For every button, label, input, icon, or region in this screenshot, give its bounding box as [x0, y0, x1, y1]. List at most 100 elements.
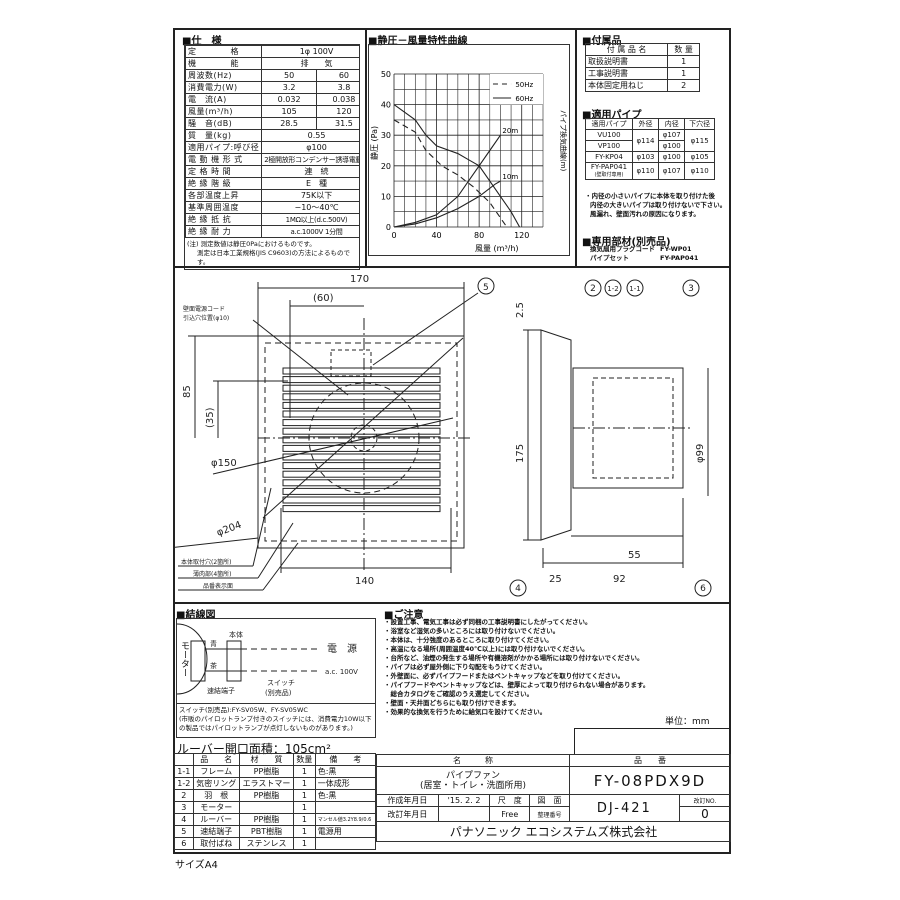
cell-text: 電源用	[314, 825, 377, 838]
y-axis-label: 静圧 (Pa)	[369, 126, 379, 160]
cell-text: スイッチ(別売品):FY-SV05W、FY-SV05WC	[179, 706, 308, 714]
cell-text: '15. 2. 2	[437, 794, 491, 807]
callout-circle	[682, 279, 700, 297]
cell-text: 0.038	[316, 93, 359, 106]
cell-text: 図 面	[529, 794, 570, 807]
cell-text: 105	[261, 105, 318, 118]
cell-text: の製品ではパイロットランプが点灯しないものがあります。)	[179, 724, 353, 732]
callout-circle	[604, 279, 622, 297]
cell-text: 1MΩ以上(d.c.500V)	[261, 213, 359, 226]
cell-text: 電 流(A)	[185, 93, 263, 106]
louver-slat	[282, 453, 441, 461]
cell-text: 内径	[658, 118, 686, 130]
cell-text	[314, 837, 377, 850]
x-tick-label: 80	[474, 231, 484, 240]
cell-text: 各部温度上昇	[185, 189, 263, 202]
dim-25: 25	[549, 574, 562, 585]
callout-label: 3	[688, 284, 694, 294]
x-axis-label: 風量 (m³/h)	[475, 244, 519, 253]
cell-text: 6	[174, 837, 194, 850]
dim-55: 55	[628, 550, 641, 561]
curve-label: 10m	[502, 173, 518, 181]
caution-item: ・本体は、十分強度のあるところに取り付けてください。	[384, 636, 553, 644]
dim-92: 92	[613, 574, 626, 585]
cell-text: PBT樹脂	[238, 825, 295, 838]
cell-text: φ100	[261, 141, 359, 154]
cell-text: 排 気	[261, 57, 359, 70]
cell-text: 工事説明書	[584, 67, 669, 80]
accessories-title: ■付属品	[582, 36, 622, 47]
dim-170: 170	[350, 274, 369, 285]
callout-label: 1-2	[607, 285, 618, 293]
cell-text: φ110	[631, 162, 660, 180]
cell-text: 3.8	[316, 81, 359, 94]
cell-text: 色:黒	[314, 765, 377, 778]
spec-note-2: 測定は日本工業規格(JIS C9603)の方法によるものです。	[197, 249, 350, 266]
spec-row: 定 格 時 間連 続	[185, 165, 359, 178]
label-thin-part: 薄肉部(4箇所)	[193, 570, 232, 578]
cell-text: φ103	[631, 151, 660, 163]
wiring-box: 本体 青 茶 速結端子 電 源 a.c. 100V スイッチ (別売品) モータ…	[176, 618, 376, 738]
divider	[365, 28, 367, 268]
y-tick-label: 20	[381, 162, 391, 171]
cell-text: 2	[174, 789, 194, 802]
cell-text: φ105	[684, 151, 715, 163]
cell-text: 周波数(Hz)	[185, 69, 263, 82]
cell-text: パイプセット	[590, 254, 629, 262]
callout-circle	[694, 579, 712, 597]
drawing-number: DJ-421	[568, 794, 680, 822]
cell-text: φ107	[658, 162, 686, 180]
curve-label: 20m	[502, 127, 518, 135]
cell-text: 名 称	[376, 754, 570, 767]
y2-axis-label: パイプ換気曲線(m)	[559, 110, 568, 172]
dim-35: (35)	[205, 407, 216, 428]
cell-text: ・内径の小さいパイプに本体を取り付けた後	[585, 192, 715, 200]
spec-note: (注) 測定数値は静圧0Paにおけるものです。測定は日本工業規格(JIS C96…	[185, 238, 359, 269]
cell-text: 付 属 品 名	[584, 43, 669, 56]
cell-text: φ100	[658, 140, 686, 152]
louver-slat	[282, 384, 441, 392]
cell-text: 絶 縁 階 級	[185, 177, 263, 190]
label-cord: 壁面電源コード	[183, 305, 225, 313]
caution-item: ・設置工事、電気工事は必ず同梱の工事説明書にしたがってください。	[384, 618, 592, 626]
cell-text: 材 質	[238, 753, 295, 766]
dim-d150: φ150	[211, 458, 237, 469]
cell-text: PP樹脂	[238, 789, 295, 802]
cell-text: 内径の大きいパイプは取り付けないで下さい。	[590, 201, 727, 209]
cell-text: PP樹脂	[238, 813, 295, 826]
callout-circle	[626, 279, 644, 297]
series-line-60Hz	[393, 104, 521, 228]
cell-text: モーター	[192, 801, 240, 814]
cell-text	[174, 753, 194, 766]
legend-label: 60Hz	[515, 95, 533, 103]
front-view: 170 (60) 85 (35) φ150 φ204 140 5 壁面電源コード…	[173, 274, 495, 591]
cell-text: ルーバー	[192, 813, 240, 826]
cell-text: 取扱説明書	[584, 55, 669, 68]
caution-item: ・壁面・天井面どちらにも取り付けできます。	[384, 699, 520, 707]
body-label: 本体	[229, 630, 243, 639]
legend-box	[489, 74, 543, 105]
chart-title: ■静圧－風量特性曲線	[368, 36, 468, 47]
cell-text: φ107	[658, 129, 686, 141]
cell-text: 数量	[293, 753, 316, 766]
spec-row: 質 量(kg)0.55	[185, 129, 359, 142]
louver-slat	[282, 436, 441, 444]
spec-title: ■仕 様	[182, 36, 222, 47]
cell-text: 連 続	[261, 165, 359, 178]
cell-text	[437, 806, 491, 822]
motor-label: モーター	[179, 641, 189, 677]
fan-dimension-drawing: 170 (60) 85 (35) φ150 φ204 140 5 壁面電源コード…	[173, 274, 712, 597]
louver-slat	[282, 462, 441, 470]
title-block-top	[574, 728, 731, 754]
series-line-10m	[393, 180, 501, 228]
cell-text: 1-1	[174, 765, 194, 778]
drawing-frame	[173, 28, 731, 854]
